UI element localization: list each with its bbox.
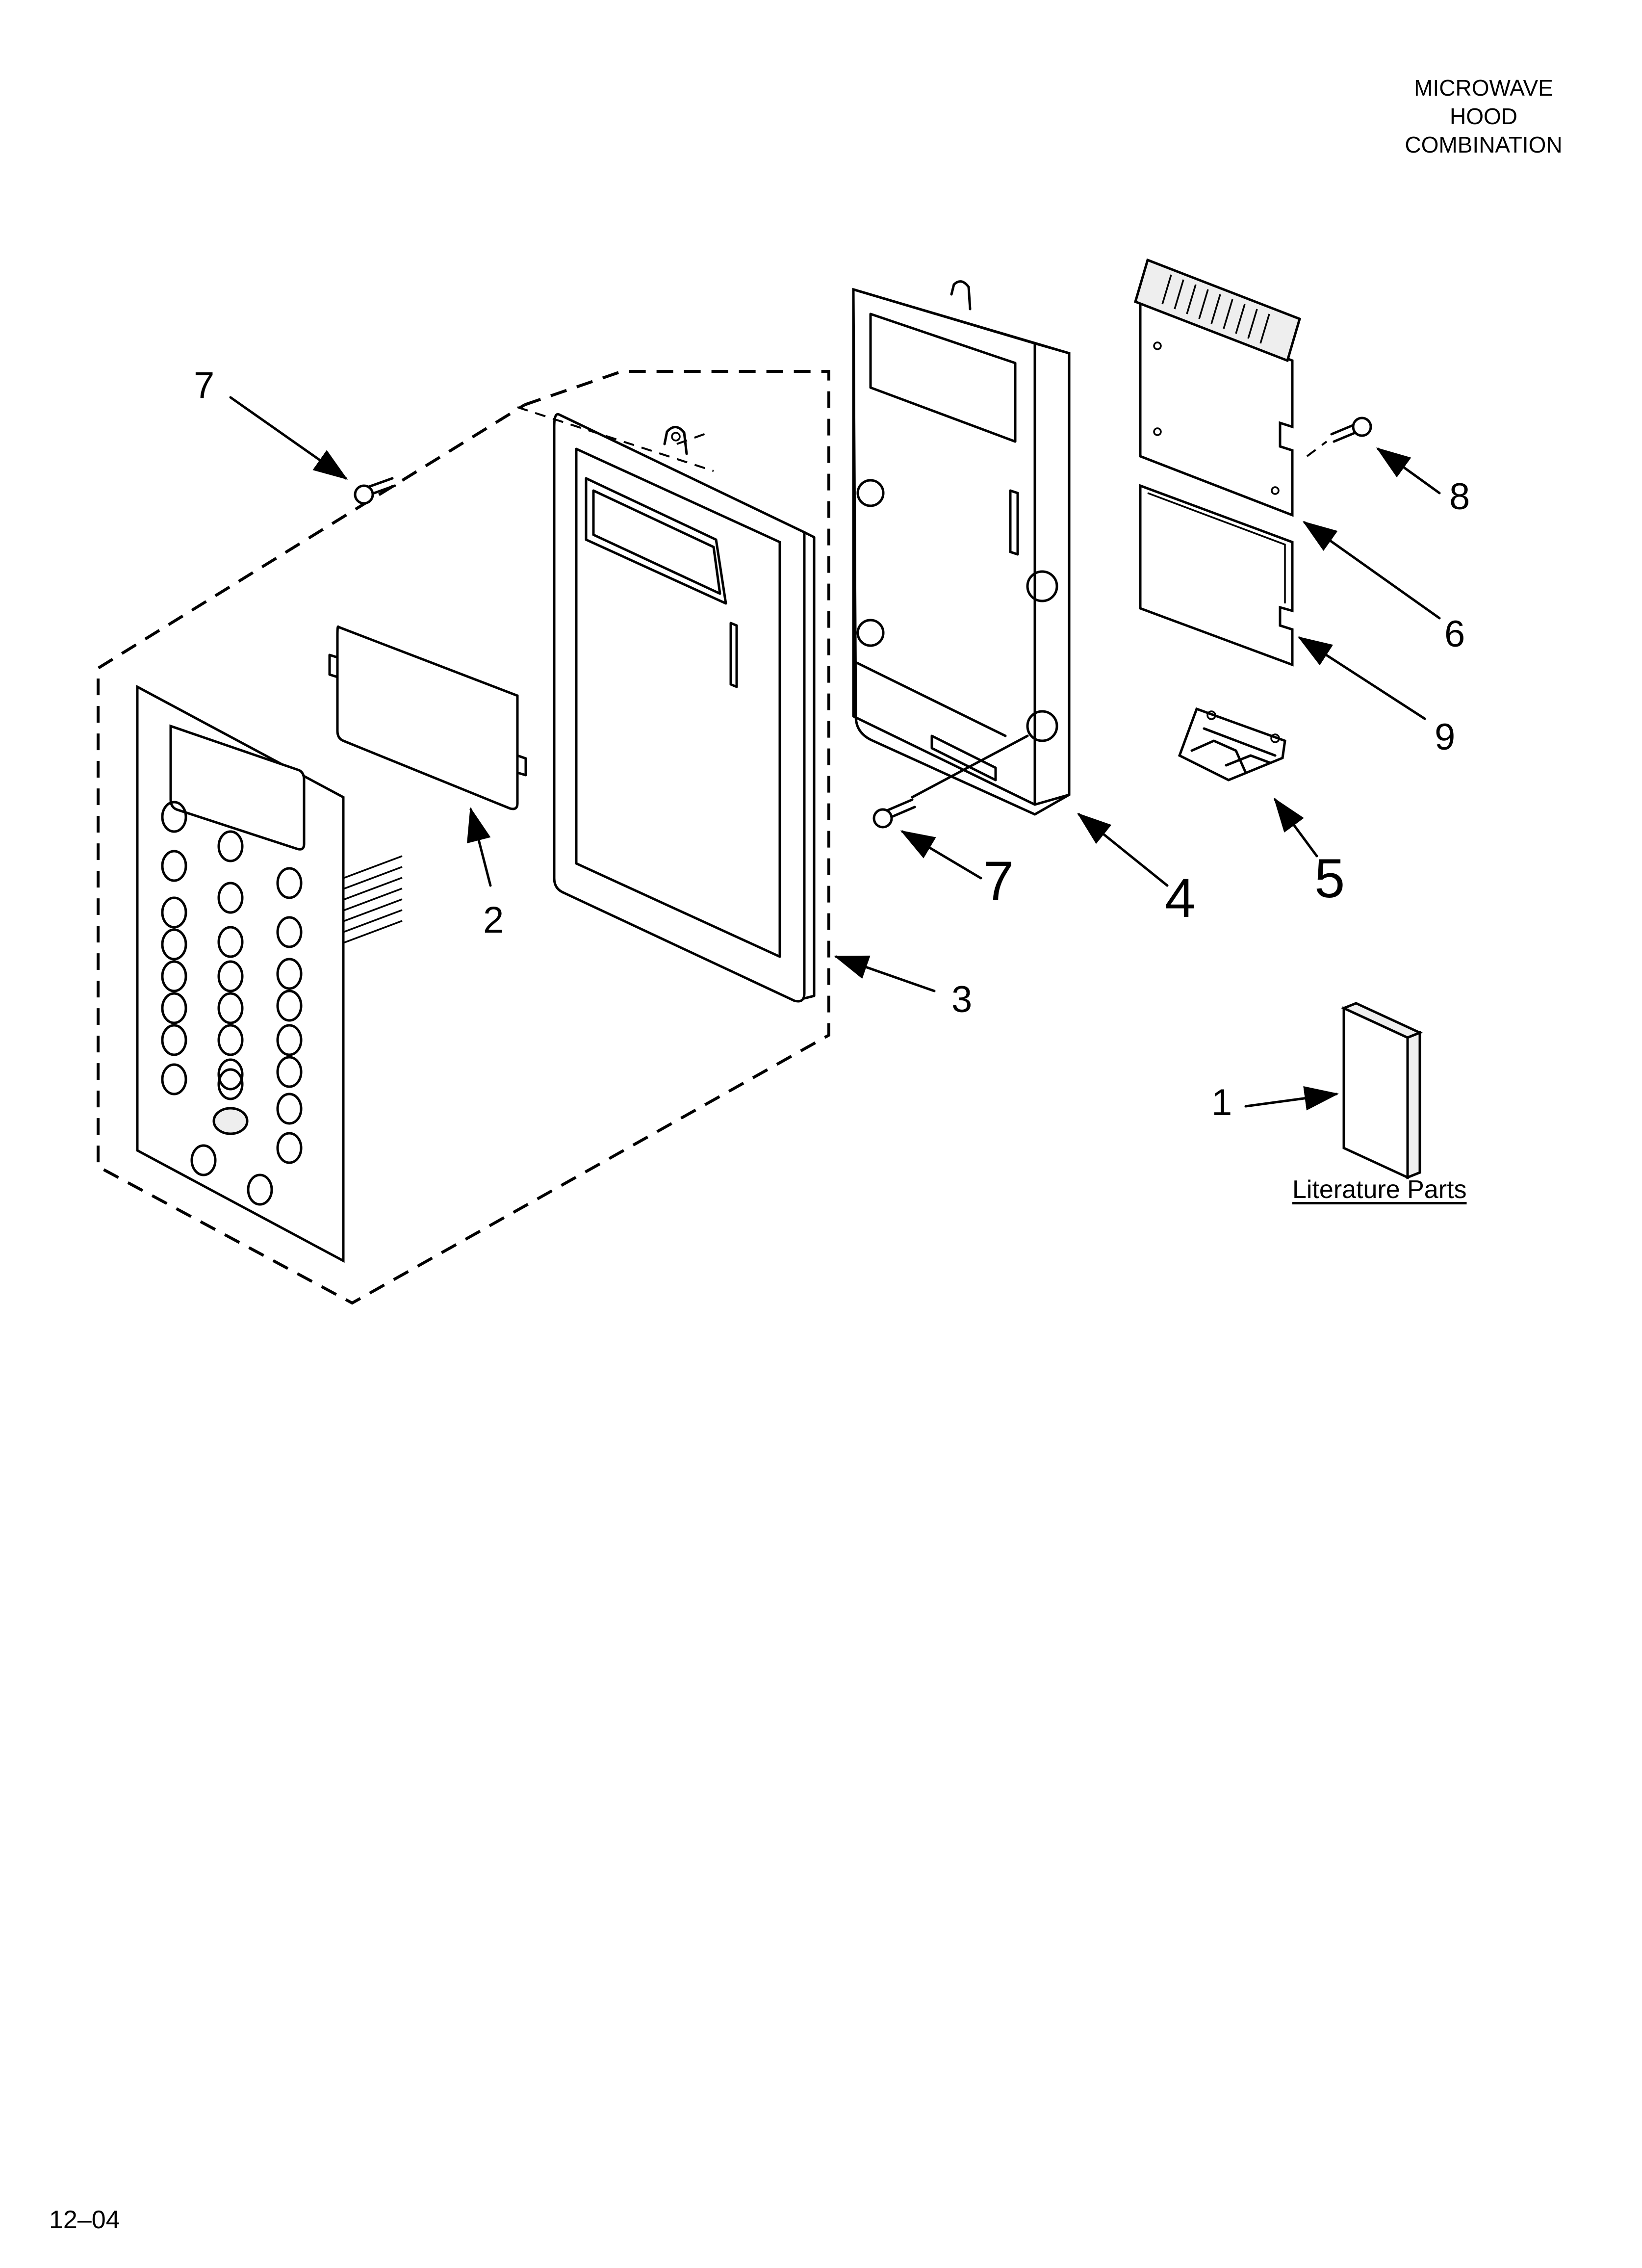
keypad-button-4	[161, 928, 187, 961]
keypad-button-1	[161, 801, 187, 833]
arrow-8	[1376, 447, 1441, 495]
assembly-dashed-outline	[97, 370, 830, 1305]
keypad-buttons	[161, 801, 303, 1206]
callout-2: 2	[483, 899, 504, 941]
arrow-3	[834, 955, 936, 992]
diagram-title-line-1: MICROWAVE	[1414, 75, 1553, 101]
diagram-title-line-3: COMBINATION	[1405, 132, 1563, 157]
keypad-button-18	[276, 916, 303, 948]
keypad-button-5	[161, 960, 187, 992]
leader-arrows	[229, 396, 1441, 1111]
callout-3: 3	[951, 979, 973, 1020]
control-panel-frame	[553, 413, 816, 1003]
keypad-button-17	[276, 867, 303, 899]
callout-4: 4	[1165, 867, 1196, 929]
arrow-2	[467, 807, 492, 887]
keypad-button-23	[276, 1093, 303, 1125]
callout-7-top: 7	[194, 365, 215, 406]
revision-code: 12–04	[49, 2206, 120, 2234]
keypad-button-12	[217, 960, 244, 992]
keypad-dial	[212, 1107, 249, 1135]
assembly-guide-dash	[517, 406, 714, 472]
literature-booklet	[1340, 1002, 1423, 1179]
arrow-5	[1274, 797, 1318, 858]
callout-1: 1	[1211, 1082, 1232, 1123]
arrow-7-top	[229, 396, 348, 480]
arrow-1	[1244, 1086, 1339, 1111]
keypad-button-26	[247, 1173, 273, 1206]
callout-7-lower: 7	[983, 850, 1014, 912]
keypad-button-10	[217, 882, 244, 914]
diagram-title-line-2: HOOD	[1450, 104, 1517, 129]
keypad-button-22	[276, 1056, 303, 1088]
keypad-button-15	[217, 1058, 244, 1091]
arrow-9	[1297, 636, 1426, 720]
arrow-7-lower	[900, 830, 982, 880]
keypad-button-8	[161, 1063, 187, 1095]
keypad-button-13	[217, 992, 244, 1024]
screw-7-lower	[872, 798, 916, 829]
callout-8: 8	[1449, 476, 1470, 518]
assembly-guide-dash-2	[676, 431, 712, 445]
insulator-sheet	[1139, 484, 1294, 667]
keypad-button-14	[217, 1024, 244, 1056]
keypad-button-2	[161, 850, 187, 882]
keypad-button-19	[276, 958, 303, 990]
keypad-button-11	[217, 926, 244, 958]
keypad-button-9	[217, 830, 244, 862]
callout-5: 5	[1314, 848, 1345, 909]
callout-6: 6	[1444, 613, 1465, 655]
keypad-button-21	[276, 1024, 303, 1056]
control-housing	[852, 280, 1071, 816]
control-board	[1133, 258, 1302, 517]
keypad-membrane	[136, 684, 403, 1263]
arrow-6	[1302, 521, 1441, 620]
arrow-7-lower-guide	[911, 734, 1029, 799]
screw-8	[1330, 417, 1372, 443]
keypad-button-6	[161, 992, 187, 1024]
callout-9: 9	[1435, 716, 1456, 758]
keypad-button-3	[161, 896, 187, 929]
keypad-button-7	[161, 1024, 187, 1056]
screw-8-guide	[1306, 441, 1328, 457]
screw-7-top	[354, 477, 396, 505]
keypad-button-16	[217, 1068, 244, 1100]
arrow-4	[1077, 812, 1169, 887]
literature-parts-label: Literature Parts	[1292, 1175, 1467, 1204]
lens-panel	[328, 625, 527, 810]
mounting-bracket	[1178, 707, 1286, 782]
keypad-button-25	[190, 1144, 217, 1176]
keypad-button-24	[276, 1132, 303, 1164]
keypad-button-20	[276, 990, 303, 1022]
